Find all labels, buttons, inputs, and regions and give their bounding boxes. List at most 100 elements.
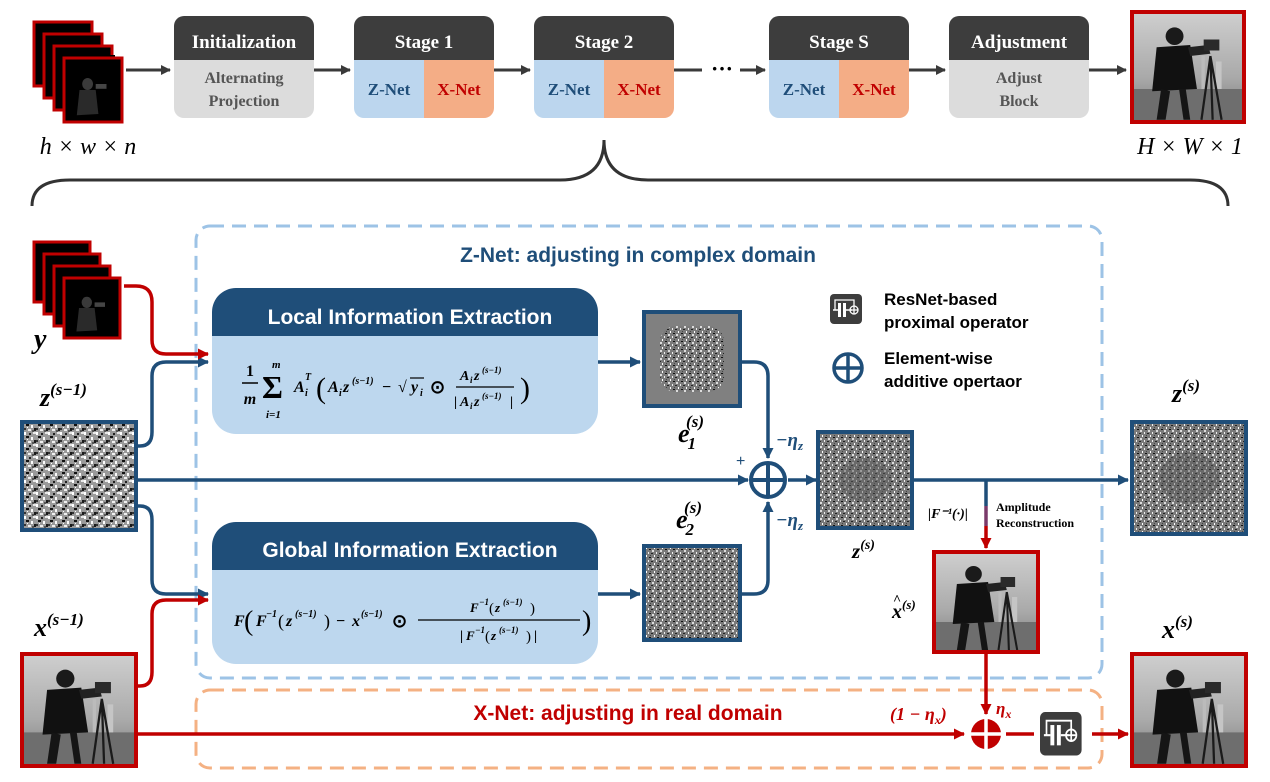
red-adder	[971, 719, 1001, 749]
svg-text:): )	[530, 601, 535, 617]
x-s-out-image	[1130, 652, 1248, 768]
stage-ellipsis: ···	[711, 56, 733, 81]
svg-text:−: −	[336, 613, 345, 630]
eta-x-sub: x	[1004, 707, 1011, 721]
z-prev-sup: (s−1)	[50, 380, 87, 399]
svg-text:Σ: Σ	[262, 369, 283, 405]
svg-text:−1: −1	[475, 625, 485, 635]
svg-text:i: i	[305, 388, 308, 399]
z-s-mid-symbol: z	[851, 539, 861, 563]
e1-label: e1(s)	[678, 412, 704, 453]
add-legend-icon	[832, 352, 864, 384]
z-prev-image	[20, 420, 138, 532]
adjust-title: Adjustment	[971, 32, 1068, 53]
svg-text:(s−1): (s−1)	[361, 609, 383, 620]
stage2-title: Stage 2	[575, 32, 634, 53]
stage2-znet: Z-Net	[548, 80, 591, 99]
svg-text:(: (	[316, 372, 326, 405]
init-line2: Projection	[209, 93, 280, 110]
e2-symbol: e	[676, 505, 688, 534]
init-line1: Alternating	[204, 70, 283, 87]
svg-text:F: F	[233, 613, 245, 630]
xnet-frame	[194, 688, 1104, 770]
z-s-out-symbol: z	[1171, 379, 1183, 408]
stage2-block: Stage 2 Z-Net X-Net	[534, 16, 674, 118]
navy-adder	[749, 461, 787, 499]
svg-text:|: |	[454, 395, 457, 410]
svg-text:i=1: i=1	[266, 409, 281, 421]
stageS-title: Stage S	[809, 32, 869, 53]
x-hat-caret: ^	[893, 593, 901, 608]
stageS-block: Stage S Z-Net X-Net	[769, 16, 909, 118]
svg-text:): )	[324, 611, 330, 632]
x-prev-image	[20, 652, 138, 768]
z-prev-symbol: z	[39, 383, 51, 412]
legend-add-line1: Element-wise	[884, 349, 993, 368]
init-block: Initialization Alternating Projection	[174, 16, 314, 118]
svg-text:(s−1): (s−1)	[503, 597, 522, 607]
eta-x-symbol: η	[996, 699, 1005, 718]
neg-eta-z-bottom: −ηz	[776, 510, 804, 533]
stageS-znet: Z-Net	[783, 80, 826, 99]
adjust-line2: Block	[999, 93, 1038, 110]
e1-image	[642, 310, 742, 408]
svg-text:m: m	[244, 391, 256, 408]
svg-text:A: A	[293, 379, 305, 396]
x-prev-label: x(s−1)	[33, 610, 84, 642]
svg-text:z: z	[285, 613, 293, 630]
x-s-out-label: x(s)	[1161, 612, 1193, 644]
xnet-title: X-Net: adjusting in real domain	[473, 702, 782, 725]
svg-text:(: (	[485, 629, 490, 645]
svg-text:): )	[526, 629, 531, 645]
svg-text:m: m	[272, 359, 281, 371]
e2-image	[642, 544, 742, 642]
stage1-title: Stage 1	[395, 32, 454, 53]
x-s-out-sup: (s)	[1175, 612, 1193, 631]
input-dims-label: h × w × n	[40, 134, 136, 160]
neg-eta-z-top-sub: z	[797, 438, 804, 453]
legend-add-line2: additive opertaor	[884, 372, 1022, 391]
svg-text:1: 1	[246, 363, 254, 380]
x-prev-symbol: x	[33, 613, 47, 642]
amplitude-line2: Reconstruction	[996, 516, 1074, 530]
x-prev-sup: (s−1)	[47, 610, 84, 629]
x-hat-sup: (s)	[902, 597, 916, 612]
resnet-block-icon	[1038, 710, 1083, 757]
svg-text:(s−1): (s−1)	[499, 625, 518, 635]
x-hat-symbol: x	[891, 601, 902, 623]
svg-text:): )	[582, 606, 591, 637]
svg-text:): )	[520, 372, 530, 405]
svg-text:(: (	[278, 611, 284, 632]
svg-text:(s−1): (s−1)	[482, 391, 501, 401]
adjust-line1: Adjust	[996, 70, 1043, 87]
svg-text:⊙: ⊙	[430, 377, 445, 397]
stage1-znet: Z-Net	[368, 80, 411, 99]
stageS-xnet: X-Net	[852, 80, 896, 99]
svg-text:z: z	[473, 395, 480, 410]
znet-frame	[194, 224, 1104, 680]
neg-eta-z-top-eta: −η	[776, 430, 798, 451]
svg-text:(: (	[244, 606, 253, 637]
svg-text:⊙: ⊙	[392, 611, 407, 631]
z-s-mid-image	[816, 430, 914, 530]
inverse-fourier-label: |F⁻¹(·)|	[928, 507, 968, 522]
svg-text:(s−1): (s−1)	[482, 365, 501, 375]
plus-label: +	[736, 453, 745, 470]
z-s-out-sup: (s)	[1182, 376, 1200, 395]
z-s-mid-label: z(s)	[851, 538, 875, 563]
svg-text:i: i	[420, 388, 423, 399]
svg-text:F: F	[465, 628, 475, 643]
e1-sup: (s)	[686, 412, 704, 431]
e2-sup: (s)	[684, 498, 702, 517]
svg-text:√: √	[398, 379, 407, 396]
global-formula: F ( F−1 ( z(s−1) ) − x(s−1) ⊙ F−1 ( z(s−…	[233, 597, 591, 645]
svg-text:z: z	[342, 379, 350, 396]
local-info-block: Local Information Extraction 1 m Σ m i=1…	[212, 288, 598, 434]
input-stack-image	[32, 20, 124, 124]
svg-text:(s−1): (s−1)	[352, 376, 374, 387]
svg-text:A: A	[459, 369, 469, 384]
e1-symbol: e	[678, 419, 690, 448]
svg-text:|: |	[460, 629, 463, 644]
global-title: Global Information Extraction	[262, 539, 557, 562]
